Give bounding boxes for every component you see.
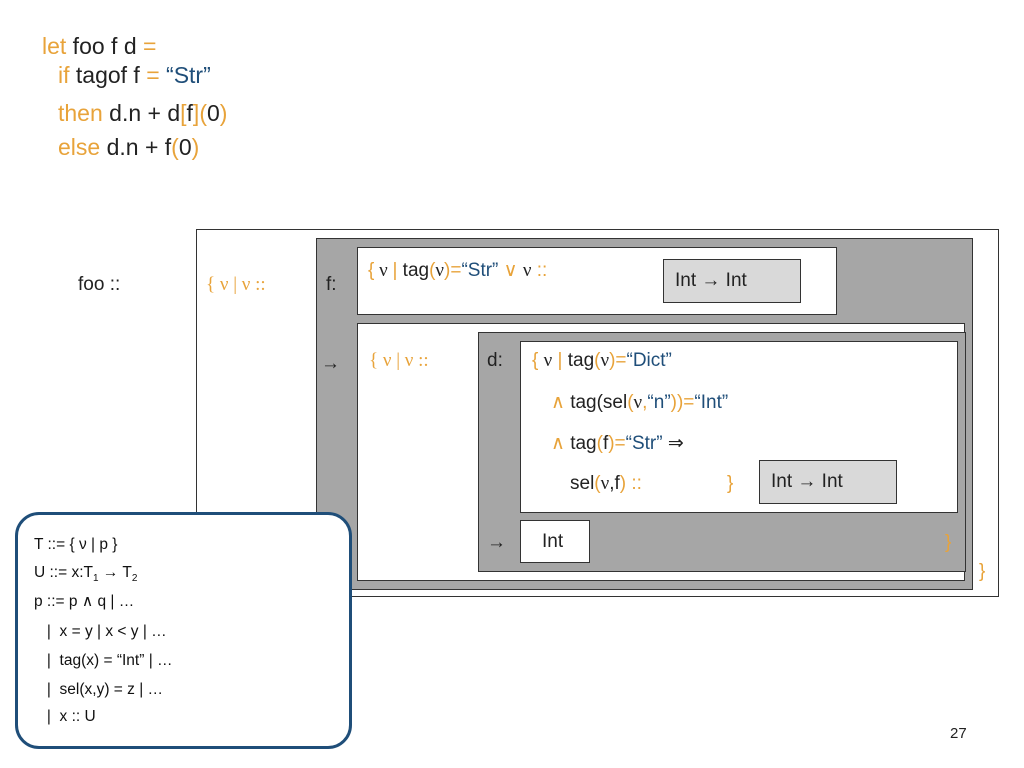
d-refinement-line-3: ∧ tag(f)=“Str” ⇒ [551,433,684,454]
grammar-line-1: T ::= { ν | p } [34,536,118,553]
outer-refinement-open: { ν | ν :: [206,274,266,295]
foo-type-label: foo :: [78,274,121,295]
inner-refinement-open: { ν | ν :: [369,350,429,371]
d-refinement-line-2: ∧ tag(sel(ν,“n”))=“Int” [551,392,729,413]
code-line-4: else d.n + f(0) [58,134,200,160]
d-refinement-line-4: sel(ν,f) :: [570,473,642,494]
d-refinement-close: } [727,473,734,494]
f-refinement: { ν | tag(ν)=“Str” ∨ ν :: [368,260,548,281]
code-line-1: let foo f d = [42,33,157,59]
inner-refinement-close: } [945,532,952,553]
grammar-box [15,512,352,749]
int-result-label: Int [542,531,564,552]
page-number: 27 [950,725,967,742]
grammar-line-2: U ::= x:T1 → T2 [34,564,138,585]
arrow-icon: → [321,353,340,374]
int-to-int-box-2 [759,460,897,504]
int-to-int-label-1: Int → Int [675,270,747,291]
f-param-label: f: [326,274,337,295]
int-result-box [520,520,590,563]
keyword-then: then [58,100,103,126]
code-line-3: then d.n + d[f](0) [58,100,228,126]
d-param-label: d: [487,350,503,371]
int-to-int-label-2: Int → Int [771,471,843,492]
grammar-line-3: p ::= p ∧ q | … [34,593,135,610]
keyword-let: let [42,33,67,59]
grammar-line-5: | tag(x) = “Int” | … [34,652,173,669]
int-to-int-box-1 [663,259,801,303]
arrow-icon: → [487,532,506,553]
grammar-line-4: | x = y | x < y | … [34,623,167,640]
keyword-else: else [58,134,101,160]
d-refinement-line-1: { ν | tag(ν)=“Dict” [532,350,672,371]
keyword-if: if [58,62,70,88]
outer-refinement-close: } [979,561,986,582]
grammar-line-6: | sel(x,y) = z | … [34,681,164,698]
code-line-2: if tagof f = “Str” [58,62,211,88]
grammar-line-7: | x :: U [34,708,96,725]
